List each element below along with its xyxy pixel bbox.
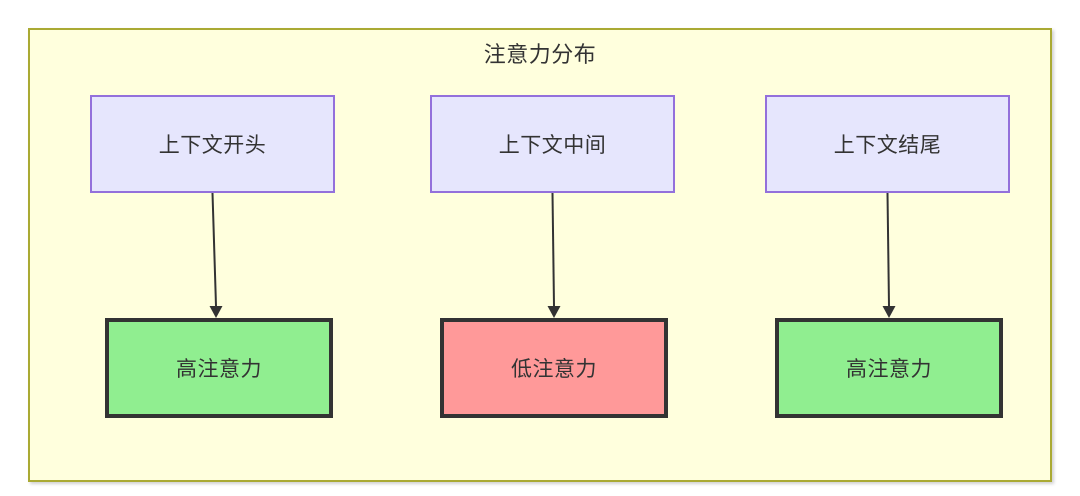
- arrowhead-icon: [882, 306, 896, 318]
- arrowhead-icon: [547, 306, 561, 318]
- arrowhead-icon: [209, 306, 223, 318]
- edge-line: [211, 192, 217, 307]
- node-context-end[interactable]: 上下文结尾: [765, 95, 1010, 193]
- edge-line: [886, 192, 890, 307]
- edge-line: [551, 192, 555, 307]
- edge-context-middle-to-low-attention: [547, 192, 561, 318]
- edge-context-start-to-high-attention: [209, 192, 223, 318]
- node-high-attention-end[interactable]: 高注意力: [775, 318, 1003, 418]
- subgraph-title: 注意力分布: [483, 42, 597, 67]
- node-context-middle[interactable]: 上下文中间: [430, 95, 675, 193]
- attention-distribution-subgraph: 注意力分布 上下文开头 高注意力 上下文中间: [28, 28, 1052, 482]
- node-low-attention-middle[interactable]: 低注意力: [440, 318, 668, 418]
- node-high-attention-start[interactable]: 高注意力: [105, 318, 333, 418]
- node-context-start[interactable]: 上下文开头: [90, 95, 335, 193]
- edge-context-end-to-high-attention: [882, 192, 896, 318]
